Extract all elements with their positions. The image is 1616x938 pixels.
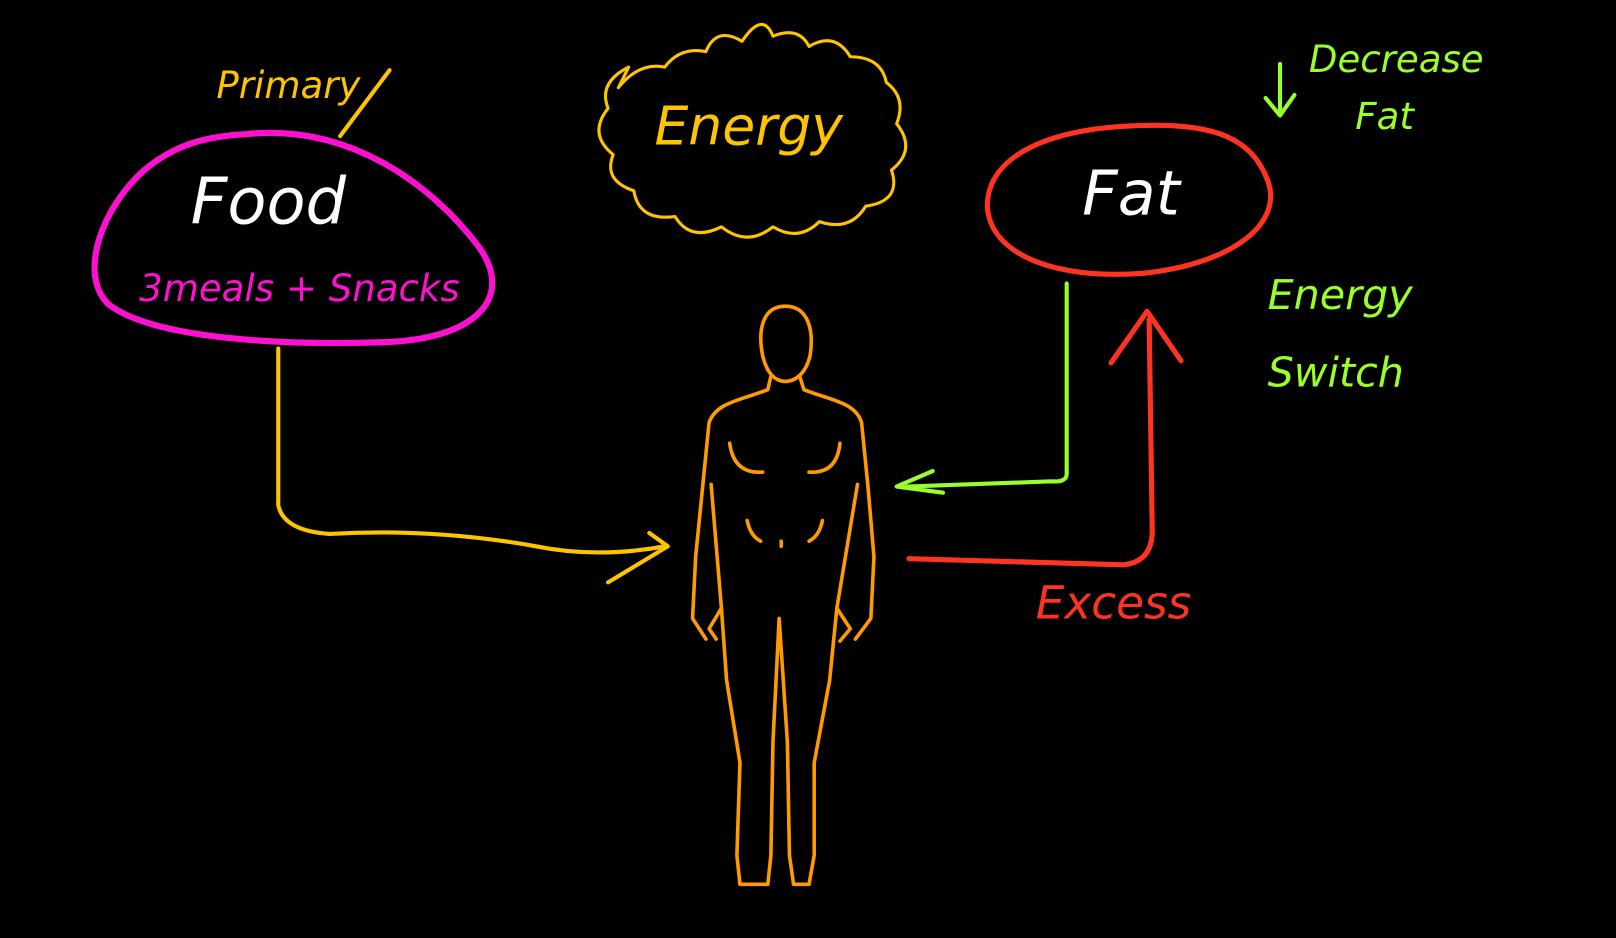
energy-cloud-outline [597, 23, 908, 239]
food-detail-label: 3meals + Snacks [139, 267, 460, 310]
food-node: Food 3meals + Snacks Primary [91, 64, 496, 347]
decrease-fat-label: Fat [1355, 95, 1415, 138]
human-figure-icon [690, 304, 876, 887]
excess-to-fat-arrow [906, 308, 1184, 568]
food-outline [91, 129, 496, 347]
fat-to-body-arrow [894, 281, 1069, 495]
energy-switch-note: Energy Switch [1268, 271, 1414, 396]
fat-outline [984, 122, 1274, 277]
fat-node: Fat [984, 122, 1274, 277]
energy-switch-label-1: Energy [1268, 271, 1414, 319]
energy-switch-label-2: Switch [1268, 349, 1404, 397]
fat-label: Fat [1082, 157, 1182, 229]
decrease-label: Decrease [1309, 38, 1484, 81]
energy-label: Energy [654, 94, 844, 157]
food-to-body-arrow [276, 346, 670, 585]
primary-pointer [338, 68, 392, 139]
excess-label: Excess [1036, 576, 1192, 629]
down-arrow-icon [1263, 61, 1297, 118]
primary-label: Primary [216, 64, 361, 107]
decrease-fat-note: Decrease Fat [1263, 38, 1484, 138]
food-label: Food [191, 166, 347, 240]
energy-node: Energy [597, 23, 908, 239]
